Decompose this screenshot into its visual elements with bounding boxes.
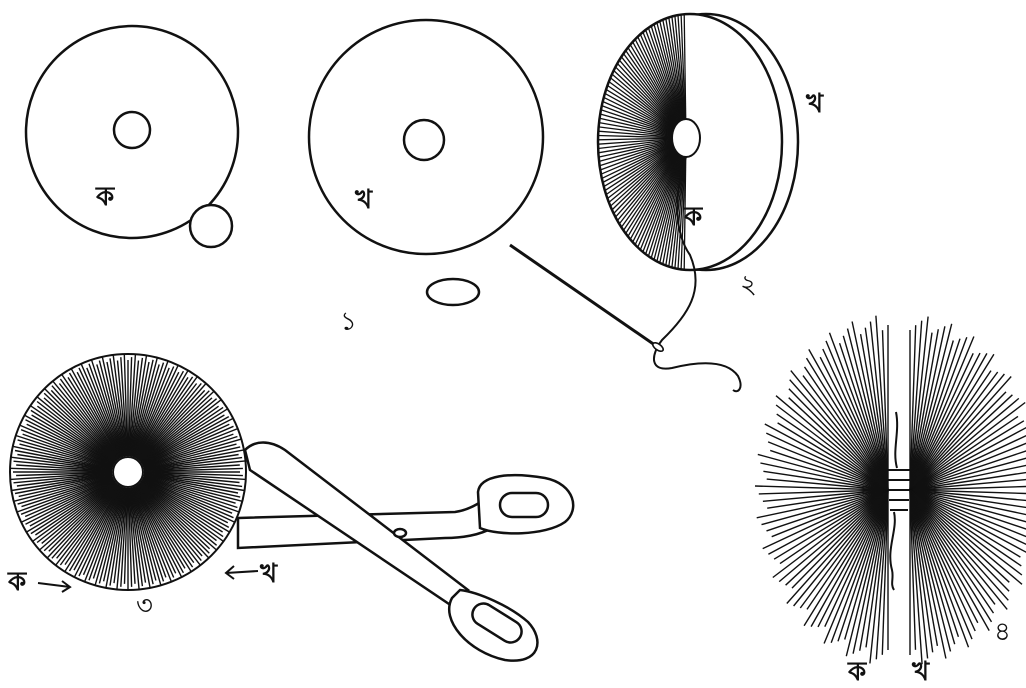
step-4-group: ক খ ৪ — [755, 316, 1026, 687]
step-number-2: ২ — [740, 270, 757, 300]
arrow-left-icon — [226, 566, 258, 579]
step3-label-kha: খ — [259, 559, 278, 589]
scissors-icon — [238, 443, 573, 661]
step4-label-ka: ক — [847, 657, 867, 687]
step-number-3: ৩ — [136, 591, 153, 621]
disc-label-kha: খ — [354, 185, 373, 215]
step3-label-ka: ক — [7, 567, 27, 597]
step-3-group: ক খ ৩ — [7, 354, 573, 661]
step-number-4: ৪ — [994, 617, 1011, 647]
step4-label-kha: খ — [911, 657, 930, 687]
back-disc-label: খ — [805, 89, 824, 119]
tie-thread — [887, 412, 911, 590]
cardboard-disc-ka: ক — [26, 26, 238, 247]
step-2-group: খ ক ২ — [510, 14, 824, 391]
arrow-right-icon — [38, 581, 70, 592]
cardboard-disc-kha: খ — [309, 20, 543, 305]
step-number-1: ১ — [340, 307, 357, 337]
disc-label-ka: ক — [95, 182, 115, 212]
step-1-group: ক খ ১ — [26, 20, 543, 337]
front-disc-label: ক — [683, 202, 703, 232]
needle-icon — [510, 245, 665, 353]
wrapped-disc-pompom — [10, 354, 246, 590]
